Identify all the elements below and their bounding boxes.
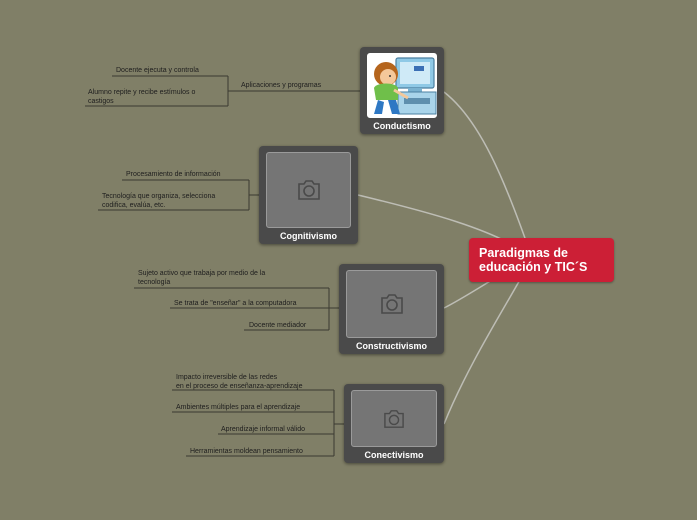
sublines-conductismo <box>85 75 360 107</box>
conductismo-image <box>367 53 437 118</box>
subtopic-aplicaciones[interactable]: Aplicaciones y programas <box>241 82 322 89</box>
subtopic-tecnologia-line2: codifica, evalúa, etc. <box>102 202 166 209</box>
subtopic-docente-mediador[interactable]: Docente mediador <box>249 322 307 329</box>
subtopic-tecnologia-organiza[interactable]: Tecnología que organiza, selecciona codi… <box>102 192 215 210</box>
topic-label-constructivismo: Constructivismo <box>355 341 427 351</box>
subtopic-sujeto-line1: Sujeto activo que trabaja por medio de l… <box>138 270 266 277</box>
subtopic-alumno-repite-line2: castigos <box>88 98 114 105</box>
subtopic-herramientas[interactable]: Herramientas moldean pensamiento <box>190 448 303 455</box>
topic-conectivismo[interactable]: Conectivismo <box>344 384 444 463</box>
subtopic-impacto-line1: Impacto irreversible de las redes <box>176 374 278 381</box>
topic-label-conductismo: Conductismo <box>373 121 431 131</box>
subtopic-ambientes-multiples[interactable]: Ambientes múltiples para el aprendizaje <box>176 404 301 411</box>
camera-icon <box>384 409 404 428</box>
central-topic[interactable]: Paradigmas de educación y TIC´S <box>469 238 614 282</box>
sublines-constructivismo <box>134 287 339 331</box>
subtopic-impacto-redes[interactable]: Impacto irreversible de las redes en el … <box>176 373 302 391</box>
topic-conductismo[interactable]: Conductismo <box>360 47 444 134</box>
connector-conductismo <box>443 91 533 259</box>
topic-label-conectivismo: Conectivismo <box>364 450 424 460</box>
subtopic-alumno-repite-line1: Alumno repite y recibe estímulos o <box>88 89 196 96</box>
conectivismo-image-placeholder <box>351 390 437 447</box>
sublines-cognitivismo <box>98 179 259 211</box>
subtopic-procesamiento[interactable]: Procesamiento de información <box>126 171 221 178</box>
cognitivismo-image-placeholder <box>266 152 351 228</box>
subtopic-impacto-line2: en el proceso de enseñanza-aprendizaje <box>176 383 303 390</box>
subtopic-docente-ejecuta[interactable]: Docente ejecuta y controla <box>116 67 199 74</box>
subtopic-alumno-repite[interactable]: Alumno repite y recibe estímulos o casti… <box>88 88 195 106</box>
central-title-line2: educación y TIC´S <box>479 260 588 274</box>
sublines-conectivismo <box>172 389 344 457</box>
topic-label-cognitivismo: Cognitivismo <box>279 231 337 241</box>
constructivismo-image-placeholder <box>346 270 437 338</box>
subtopic-sujeto-activo[interactable]: Sujeto activo que trabaja por medio de l… <box>138 269 265 287</box>
camera-icon <box>297 180 320 200</box>
topic-cognitivismo[interactable]: Cognitivismo <box>259 146 358 244</box>
boy-at-computer-icon <box>374 57 437 115</box>
topic-constructivismo[interactable]: Constructivismo <box>339 264 444 354</box>
central-title-line1: Paradigmas de <box>479 246 568 260</box>
camera-icon <box>380 294 403 314</box>
subtopic-aprendizaje-informal[interactable]: Aprendizaje informal válido <box>221 426 306 433</box>
subtopic-tecnologia-line1: Tecnología que organiza, selecciona <box>102 193 216 200</box>
subtopic-ensenar-computadora[interactable]: Se trata de "enseñar" a la computadora <box>174 300 297 307</box>
subtopic-sujeto-line2: tecnología <box>138 279 171 286</box>
